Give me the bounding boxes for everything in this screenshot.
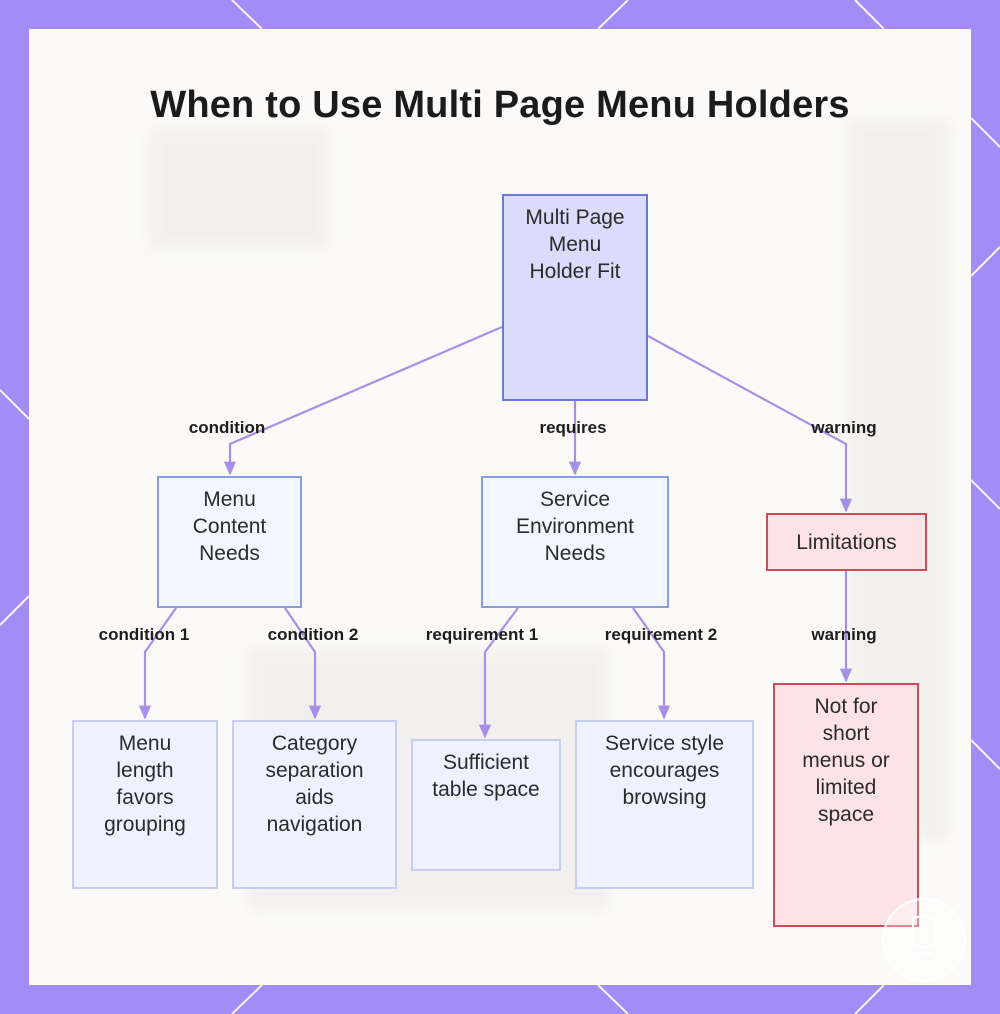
diagram-title: When to Use Multi Page Menu Holders — [150, 84, 850, 126]
edge-label-condition-2: condition 2 — [267, 625, 359, 644]
node-service-style: Service style encourages browsing — [575, 720, 754, 889]
edge-condition-1 — [138, 607, 177, 720]
node-table-space: Sufficient table space — [411, 739, 561, 871]
node-not-for-short-menus: Not for short menus or limited space — [773, 683, 919, 927]
edge-condition-2 — [284, 607, 322, 720]
node-service-environment-needs: Service Environment Needs — [481, 476, 669, 608]
edge-condition — [223, 325, 503, 476]
node-menu-content-needs: Menu Content Needs — [157, 476, 302, 608]
edge-label-warning-1: warning — [811, 418, 877, 437]
node-root: Multi Page Menu Holder Fit — [502, 194, 648, 401]
edge-label-requirement-1: requirement 1 — [425, 625, 539, 644]
node-category-separation: Category separation aids navigation — [232, 720, 397, 889]
monitor-icon — [882, 898, 966, 982]
node-menu-length: Menu length favors grouping — [72, 720, 218, 889]
edge-label-warning-2: warning — [811, 625, 877, 644]
edge-warning-1 — [647, 335, 853, 513]
edge-requirement-1 — [478, 607, 519, 739]
edge-label-requires: requires — [539, 418, 607, 437]
node-limitations: Limitations — [766, 513, 927, 571]
edge-label-condition: condition — [188, 418, 266, 437]
edge-requirement-2 — [632, 607, 671, 720]
edge-label-condition-1: condition 1 — [98, 625, 190, 644]
edge-label-requirement-2: requirement 2 — [604, 625, 718, 644]
